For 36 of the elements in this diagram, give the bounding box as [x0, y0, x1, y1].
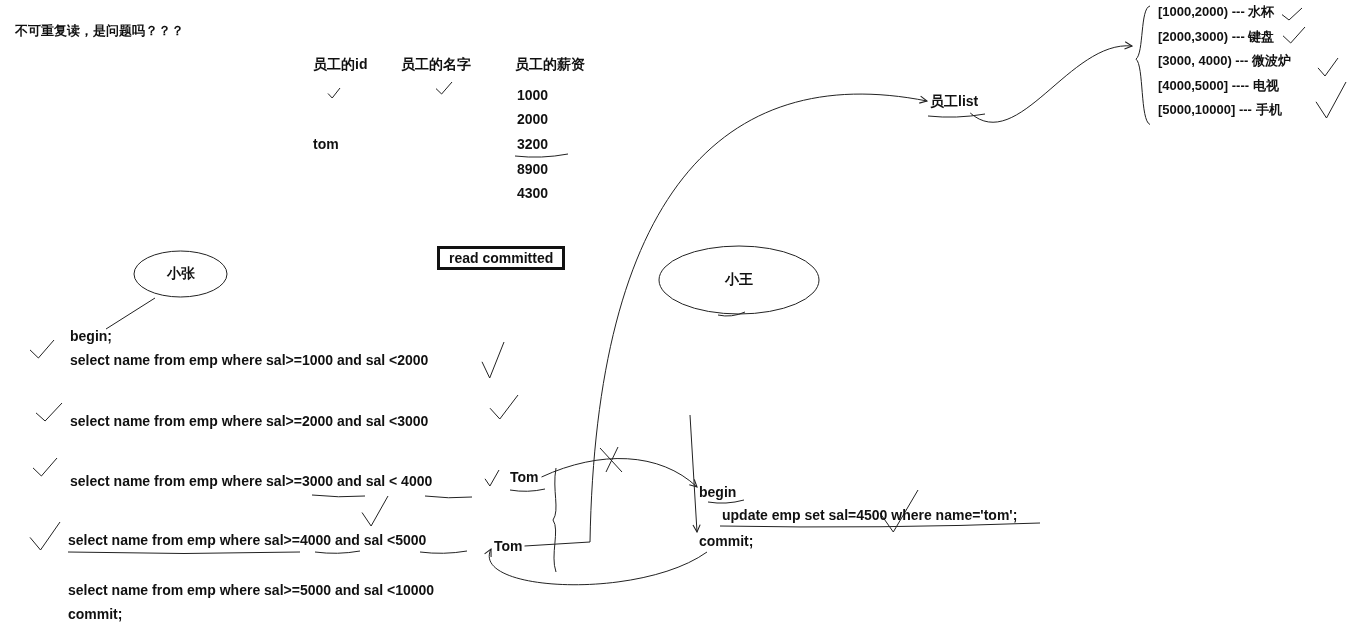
isolation-level-box: read committed	[437, 246, 566, 270]
label-text: select name from emp where sal>=2000 and sal <3000	[70, 413, 429, 429]
arrow	[485, 548, 708, 586]
label-text: commit;	[68, 606, 123, 622]
range-text: [5000,10000] --- 手机	[1158, 101, 1283, 119]
label-text: update emp set sal=4500 where name='tom';	[722, 507, 1018, 523]
label-text: 员工的薪资	[515, 56, 585, 74]
label-text: 员工的id	[313, 56, 368, 74]
label-text: 4300	[517, 185, 549, 201]
name-label: Tom	[494, 537, 523, 555]
label-text: 员工的名字	[401, 56, 471, 74]
arrow	[969, 42, 1133, 123]
label-text: select name from emp where sal>=1000 and sal <2000	[70, 352, 429, 368]
person-name: 小王	[725, 271, 753, 289]
label-text: select name from emp where sal>=3000 and sal < 4000	[70, 473, 433, 489]
arrow	[689, 414, 701, 533]
label-text: 2000	[517, 111, 549, 127]
range-text: [1000,2000) --- 水杯	[1158, 3, 1276, 21]
title: 不可重复读，是问题吗？？？	[15, 22, 184, 40]
label-text: 8900	[517, 161, 549, 177]
range-text: [4000,5000] ---- 电视	[1158, 76, 1280, 95]
arrow	[541, 458, 698, 488]
label-text: select name from emp where sal>=4000 and sal <5000	[68, 532, 427, 548]
person-name: 小张	[166, 265, 195, 283]
keyword-text: commit;	[699, 532, 754, 550]
name-label: Tom	[510, 468, 539, 486]
arrow	[524, 94, 928, 547]
range-text: [2000,3000) --- 键盘	[1158, 27, 1276, 46]
label-text: 3200	[517, 136, 549, 152]
keyword-text: begin	[699, 483, 737, 501]
label-text: select name from emp where sal>=5000 and sal <10000	[68, 582, 435, 598]
range-text: [3000, 4000) --- 微波炉	[1158, 52, 1291, 70]
keyword-text: begin;	[70, 327, 112, 345]
list-label: 员工list	[930, 92, 979, 110]
label-text: 1000	[517, 87, 549, 103]
label-text: tom	[313, 136, 339, 152]
